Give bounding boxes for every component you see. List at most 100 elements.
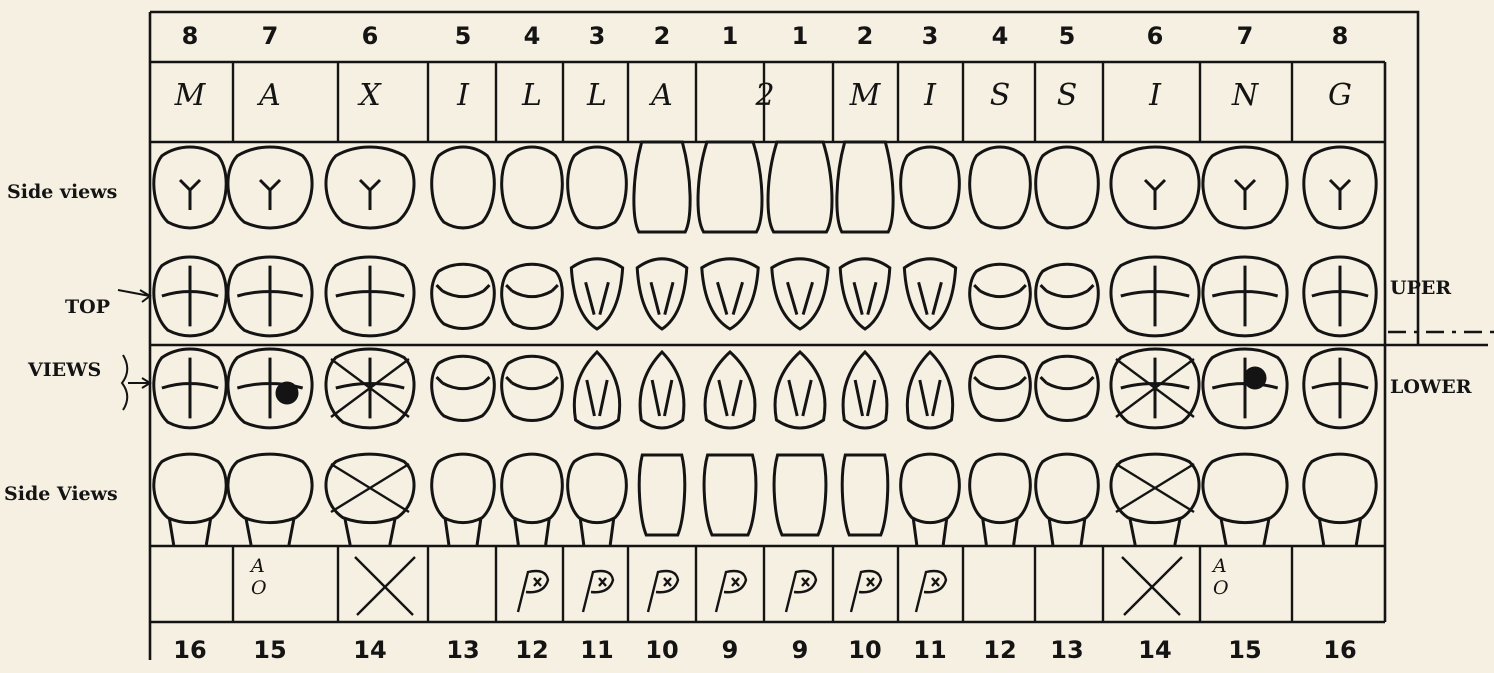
upper-side-tooth-7 [634, 142, 690, 232]
tooth-number-top-6: 3 [567, 22, 627, 50]
upper-top-tooth-10 [840, 259, 890, 329]
tooth-number-bottom-10: 10 [835, 636, 895, 664]
lower-side-tooth-10 [842, 455, 888, 535]
lower-top-tooth-8 [705, 352, 755, 428]
tooth-number-bottom-13: 13 [1037, 636, 1097, 664]
handwritten-letter-9: M [835, 78, 895, 113]
upper-side-tooth-4 [432, 147, 495, 228]
side-views-label-top: Side views [7, 181, 117, 203]
lower-side-tooth-15 [1203, 454, 1287, 522]
tooth-number-bottom-3: 14 [340, 636, 400, 664]
lower-side-tooth-5 [502, 454, 563, 522]
mark-o-right: O [1213, 577, 1243, 599]
box-x-2 [1122, 557, 1182, 615]
tooth-number-top-1: 8 [160, 22, 220, 50]
tooth-number-bottom-2: 15 [240, 636, 300, 664]
handwritten-letter-15: G [1310, 78, 1370, 113]
upper-side-views [154, 142, 1376, 232]
lower-side-tooth-9 [774, 455, 826, 535]
lower-label: LOWER [1390, 376, 1472, 398]
flag-mark-5 [786, 571, 816, 612]
tooth-number-bottom-9: 9 [770, 636, 830, 664]
upper-side-tooth-10 [837, 142, 893, 232]
tooth-number-top-13: 5 [1037, 22, 1097, 50]
tooth-number-bottom-6: 11 [567, 636, 627, 664]
upper-side-tooth-11 [901, 147, 960, 228]
flag-mark-1 [518, 571, 548, 612]
handwritten-letter-7: A [632, 78, 692, 113]
upper-side-tooth-3 [326, 147, 414, 228]
lower-side-tooth-4 [432, 454, 495, 522]
cavity-dot-right [1245, 368, 1265, 388]
lower-side-tooth-2 [228, 454, 312, 522]
upper-top-tooth-8 [702, 259, 758, 329]
tooth-number-bottom-1: 16 [160, 636, 220, 664]
upper-top-tooth-6 [571, 259, 622, 329]
tooth-number-top-16: 8 [1310, 22, 1370, 50]
upper-side-tooth-9 [768, 142, 832, 232]
tooth-number-bottom-11: 11 [900, 636, 960, 664]
missing-x-3 [331, 464, 409, 512]
tooth-number-top-10: 2 [835, 22, 895, 50]
upper-top-tooth-7 [637, 259, 687, 329]
tooth-number-top-11: 3 [900, 22, 960, 50]
upper-side-tooth-6 [568, 147, 627, 228]
upper-top-tooth-9 [772, 259, 828, 329]
handwritten-letter-1: M [160, 78, 220, 113]
handwritten-letter-4: I [433, 78, 493, 113]
tooth-number-bottom-8: 9 [700, 636, 760, 664]
tooth-number-bottom-16: 16 [1310, 636, 1370, 664]
lower-side-tooth-8 [704, 455, 756, 535]
handwritten-letter-2: A [240, 78, 300, 113]
handwritten-letter-3: X [340, 78, 400, 113]
upper-side-tooth-15 [1203, 147, 1287, 228]
upper-label: UPER [1390, 277, 1451, 299]
lower-top-tooth-9 [775, 352, 825, 428]
flag-mark-4 [716, 571, 746, 612]
upper-side-tooth-16 [1304, 147, 1376, 228]
box-x-1 [355, 557, 415, 615]
handwritten-letter-10: I [900, 78, 960, 113]
handwritten-letter-5: L [502, 78, 562, 113]
lower-side-tooth-7 [639, 455, 685, 535]
upper-side-tooth-14 [1111, 147, 1199, 228]
handwritten-letter-6: L [567, 78, 627, 113]
top-label: TOP [65, 296, 110, 318]
missing-x-4 [1116, 464, 1194, 512]
mark-a-left: A [251, 555, 281, 577]
upper-side-tooth-5 [502, 147, 563, 228]
tooth-number-top-15: 7 [1215, 22, 1275, 50]
tooth-number-bottom-12: 12 [970, 636, 1030, 664]
lower-top-tooth-7 [640, 352, 684, 428]
upper-top-tooth-11 [904, 259, 955, 329]
lower-top-tooth-6 [574, 352, 619, 428]
handwritten-letter-13: I [1125, 78, 1185, 113]
tooth-number-bottom-5: 12 [502, 636, 562, 664]
tooth-number-top-9: 1 [770, 22, 830, 50]
lower-side-tooth-1 [154, 454, 226, 522]
tooth-number-top-14: 6 [1125, 22, 1185, 50]
flag-mark-2 [583, 571, 613, 612]
side-views-label-bottom: Side Views [4, 483, 118, 505]
tooth-number-top-7: 2 [632, 22, 692, 50]
flag-mark-3 [648, 571, 678, 612]
mark-o-left: O [251, 577, 281, 599]
flag-mark-6 [851, 571, 881, 612]
lower-top-tooth-10 [843, 352, 887, 428]
lower-side-tooth-16 [1304, 454, 1376, 522]
mark-a-right: A [1213, 555, 1243, 577]
upper-side-tooth-13 [1036, 147, 1099, 228]
lower-side-tooth-12 [970, 454, 1031, 522]
tooth-number-bottom-14: 14 [1125, 636, 1185, 664]
handwritten-letter-8: 2 [735, 78, 795, 113]
lower-side-tooth-11 [901, 454, 960, 522]
tooth-number-top-8: 1 [700, 22, 760, 50]
tooth-number-bottom-15: 15 [1215, 636, 1275, 664]
upper-side-tooth-2 [228, 147, 312, 228]
handwritten-letter-14: N [1215, 78, 1275, 113]
lower-box-marks [331, 359, 1194, 615]
flag-mark-7 [916, 571, 946, 612]
tooth-number-bottom-7: 10 [632, 636, 692, 664]
tooth-number-top-2: 7 [240, 22, 300, 50]
upper-side-tooth-8 [698, 142, 762, 232]
